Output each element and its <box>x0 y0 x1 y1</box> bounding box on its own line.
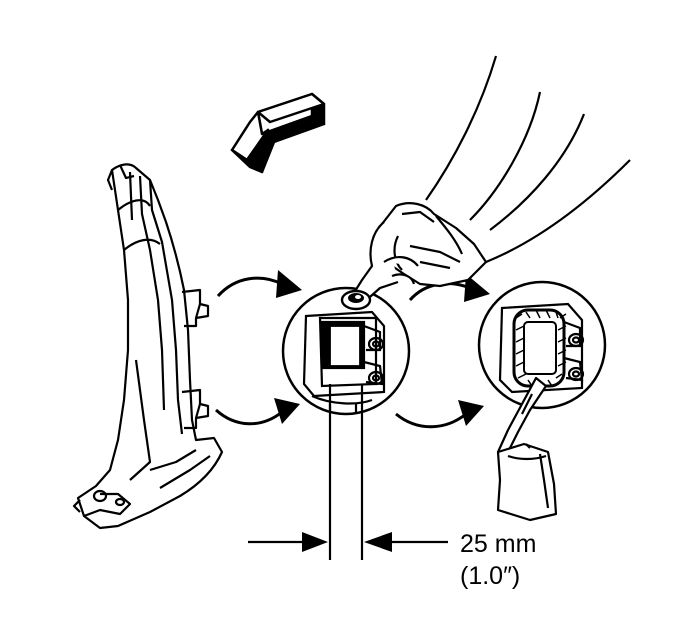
dimension-metric-label: 25 mm <box>460 530 536 558</box>
callout-arrows-right <box>395 274 490 429</box>
dimension-gauge <box>248 384 448 560</box>
detail-circle-cleaning <box>281 286 411 416</box>
detail-circle-sealant <box>477 280 607 410</box>
direction-arrow-icon <box>230 92 326 174</box>
body-pillar <box>72 163 224 530</box>
sealant-gun <box>496 376 558 522</box>
hand-with-pad <box>340 55 631 311</box>
callout-arrows-left <box>214 270 302 426</box>
dimension-imperial-label: (1.0″) <box>460 562 520 590</box>
